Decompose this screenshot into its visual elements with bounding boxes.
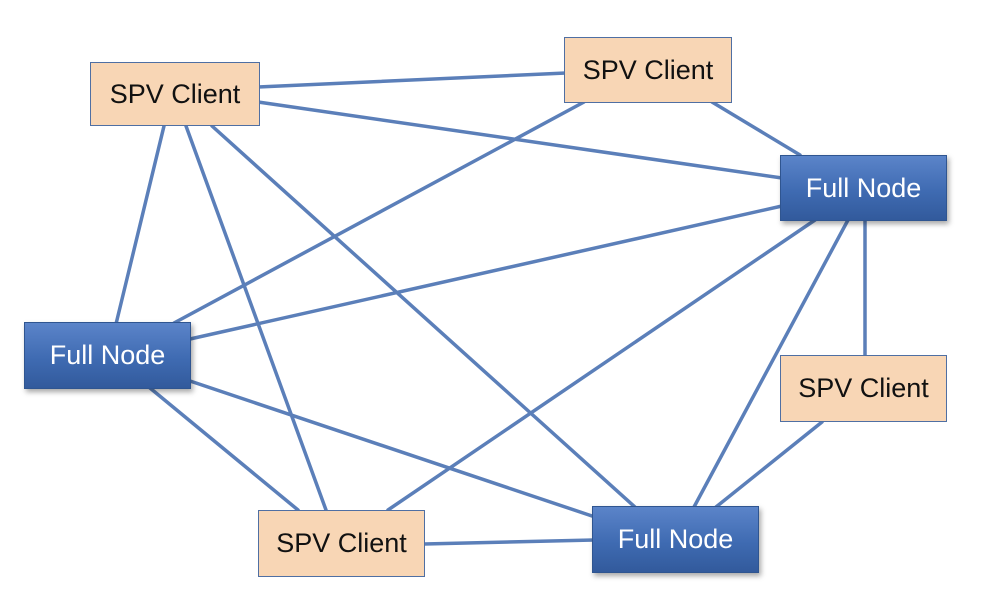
spv-client-node: SPV Client (90, 62, 260, 126)
edge-spv-topmid-full-right (710, 100, 802, 157)
full-node: Full Node (592, 506, 759, 573)
edge-spv-bottom-full-bottom (422, 538, 596, 546)
spv-client-node: SPV Client (564, 37, 732, 103)
edge-spv-topleft-full-right (256, 100, 784, 180)
edge-full-right-spv-bottom (386, 218, 817, 512)
spv-client-node: SPV Client (780, 355, 947, 422)
edge-full-left-spv-bottom (148, 386, 300, 512)
edge-full-right-full-bottom (692, 218, 850, 509)
edge-spv-topleft-full-left (114, 124, 166, 326)
spv-client-node: SPV Client (258, 510, 425, 577)
edge-spv-topleft-full-bottom (210, 124, 638, 510)
edge-full-right-full-left (188, 204, 784, 341)
edge-spv-topleft-spv-topmid (256, 71, 568, 89)
edge-spv-topmid-full-left (172, 100, 586, 325)
edge-full-left-full-bottom (188, 379, 597, 519)
edge-spv-topleft-spv-bottom (184, 124, 328, 512)
edge-spv-right-full-bottom (714, 420, 824, 509)
full-node: Full Node (780, 155, 947, 221)
full-node: Full Node (24, 322, 191, 389)
